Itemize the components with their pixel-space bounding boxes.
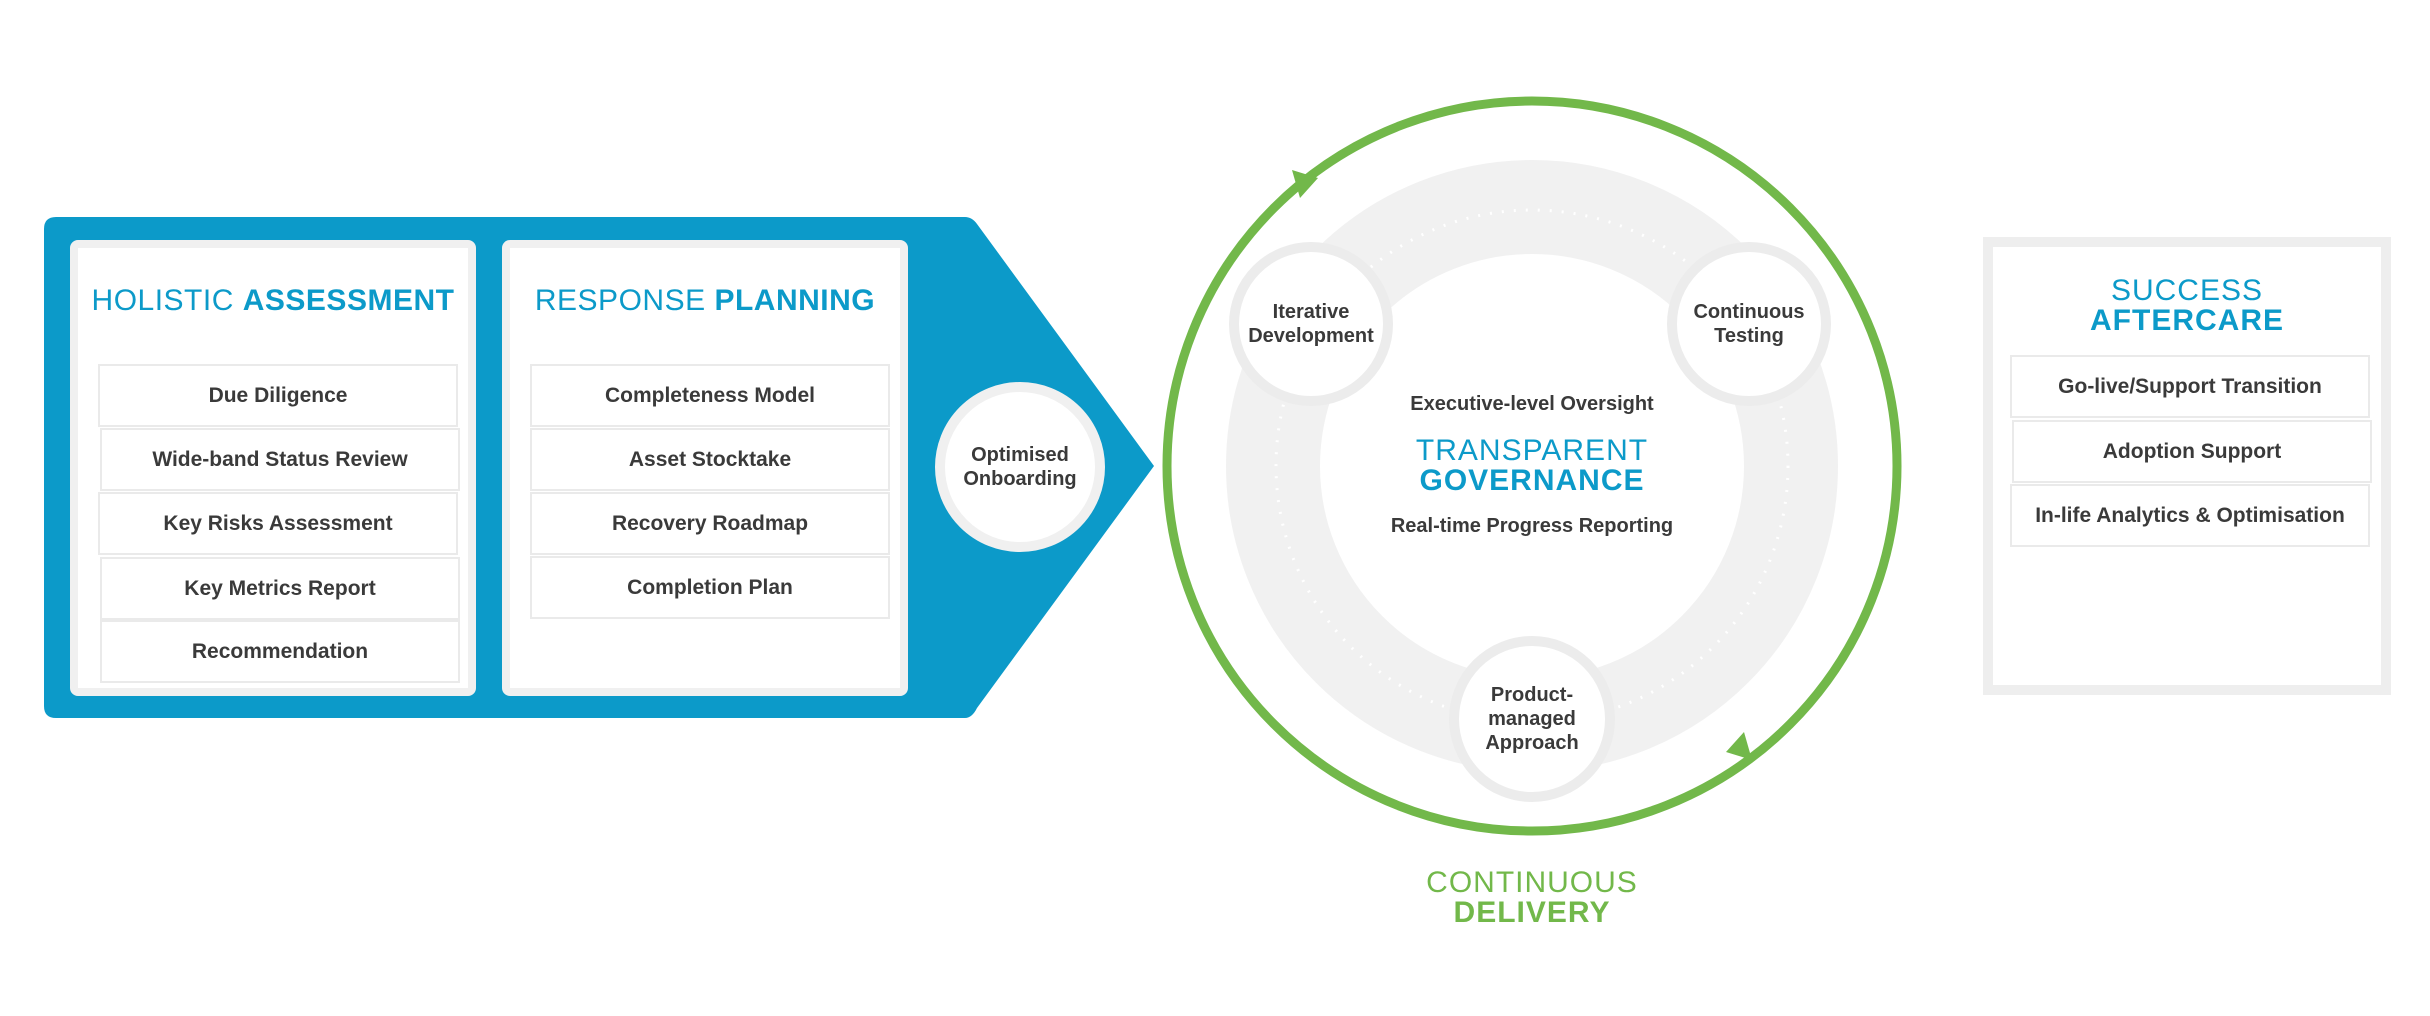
node-label-line: Continuous xyxy=(1693,301,1805,323)
node-label-line: Testing xyxy=(1714,325,1784,347)
product-managed-approach-node: Product- managed Approach xyxy=(1449,636,1615,802)
planning-title-light: RESPONSE xyxy=(534,284,715,317)
node-label-line: Product- xyxy=(1490,684,1574,706)
delivery-title-light: CONTINUOUS xyxy=(1426,866,1638,899)
aftercare-item: Go-live/Support Transition xyxy=(2010,355,2370,418)
continuous-testing-node: Continuous Testing xyxy=(1667,242,1831,406)
aftercare-item: Adoption Support xyxy=(2012,420,2372,483)
governance-title-light: TRANSPARENT xyxy=(1415,434,1649,467)
governance-dotted-circle xyxy=(1274,208,1790,724)
aftercare-title-bold: AFTERCARE xyxy=(2090,304,2284,337)
delivery-title-bold: DELIVERY xyxy=(1453,896,1611,929)
planning-title: RESPONSE PLANNING xyxy=(510,284,900,318)
onboarding-label-line2: Onboarding xyxy=(963,468,1077,490)
assessment-title-light: HOLISTIC xyxy=(91,284,243,317)
governance-title-bold: GOVERNANCE xyxy=(1419,464,1645,497)
node-label-line: Approach xyxy=(1485,732,1579,754)
governance-bottom-text: Real-time Progress Reporting xyxy=(1390,515,1674,537)
assessment-title: HOLISTIC ASSESSMENT xyxy=(78,284,468,318)
governance-title: TRANSPARENT GOVERNANCE xyxy=(1332,436,1732,496)
delivery-title: CONTINUOUS DELIVERY xyxy=(1382,868,1682,928)
aftercare-title-light: SUCCESS xyxy=(2110,274,2264,307)
cycle-arrowhead-top xyxy=(1292,170,1318,198)
governance-top-text: Executive-level Oversight xyxy=(1410,393,1654,415)
assessment-item: Wide-band Status Review xyxy=(100,428,460,491)
cycle-arrowhead-bottom xyxy=(1726,732,1752,760)
node-label-line: managed xyxy=(1488,708,1576,730)
planning-item: Recovery Roadmap xyxy=(530,492,890,555)
node-label-line: Iterative xyxy=(1272,301,1350,323)
iterative-development-node: Iterative Development xyxy=(1229,242,1393,406)
assessment-item: Due Diligence xyxy=(98,364,458,427)
planning-card: RESPONSE PLANNING Completeness Model Ass… xyxy=(502,240,908,696)
planning-title-bold: PLANNING xyxy=(714,284,876,317)
assessment-title-bold: ASSESSMENT xyxy=(242,284,455,317)
node-label-line: Development xyxy=(1248,325,1374,347)
planning-item: Asset Stocktake xyxy=(530,428,890,491)
assessment-item: Key Metrics Report xyxy=(100,557,460,620)
onboarding-label-line1: Optimised xyxy=(971,444,1069,466)
delivery-cycle-circle xyxy=(1162,96,1902,836)
assessment-item: Key Risks Assessment xyxy=(98,492,458,555)
assessment-card: HOLISTIC ASSESSMENT Due Diligence Wide-b… xyxy=(70,240,476,696)
onboarding-bubble: Optimised Onboarding xyxy=(935,382,1105,552)
assessment-item: Recommendation xyxy=(100,620,460,683)
planning-item: Completeness Model xyxy=(530,364,890,427)
aftercare-item: In-life Analytics & Optimisation xyxy=(2010,484,2370,547)
planning-item: Completion Plan xyxy=(530,556,890,619)
aftercare-title: SUCCESS AFTERCARE xyxy=(1993,276,2381,336)
